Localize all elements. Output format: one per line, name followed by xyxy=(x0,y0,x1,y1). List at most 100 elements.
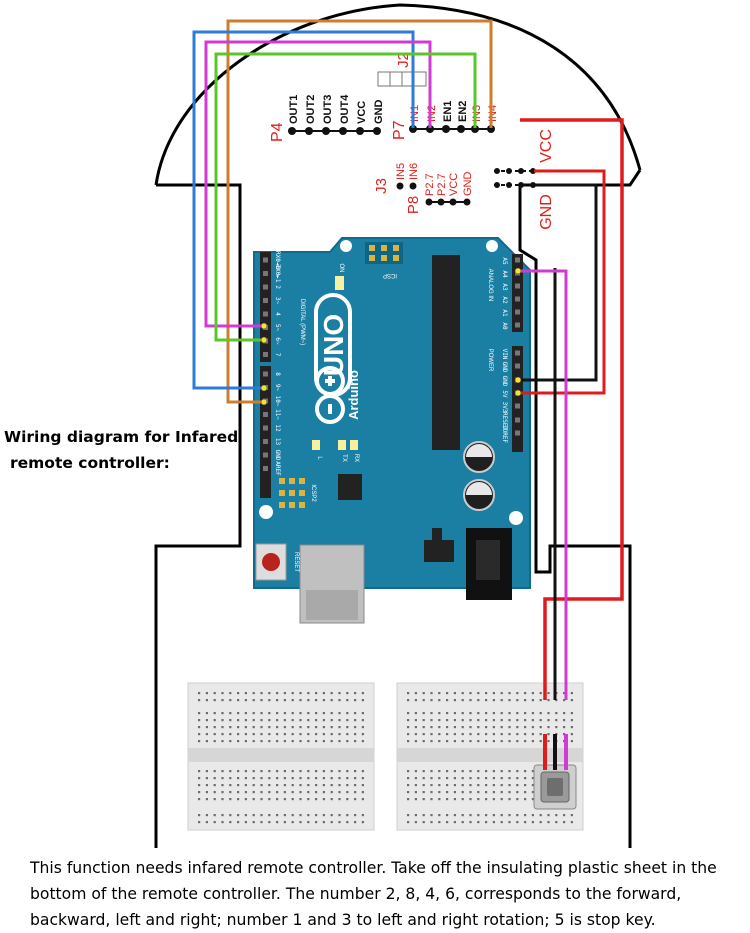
breadboard-hole xyxy=(330,784,333,787)
breadboard-hole xyxy=(422,733,425,736)
breadboard-hole xyxy=(524,726,527,729)
breadboard-hole xyxy=(338,821,341,824)
breadboard-hole xyxy=(237,726,240,729)
breadboard-hole xyxy=(346,814,349,817)
breadboard-hole xyxy=(446,719,449,722)
breadboard-hole xyxy=(330,712,333,715)
power-pin-label: GND xyxy=(501,376,508,387)
breadboard-hole xyxy=(461,798,464,801)
breadboard-hole xyxy=(205,777,208,780)
breadboard-hole xyxy=(260,719,263,722)
breadboard-hole xyxy=(354,692,357,695)
breadboard-hole xyxy=(260,798,263,801)
breadboard-hole xyxy=(361,814,364,817)
breadboard-hole xyxy=(407,692,410,695)
wire-green xyxy=(214,52,477,342)
breadboard-hole xyxy=(524,719,527,722)
breadboard-hole xyxy=(244,719,247,722)
breadboard-hole xyxy=(563,726,566,729)
icsp-top-label: ICSP xyxy=(383,272,397,278)
breadboard-hole xyxy=(330,719,333,722)
breadboard-hole xyxy=(524,777,527,780)
breadboard-hole xyxy=(485,814,488,817)
breadboard-hole xyxy=(422,712,425,715)
breadboard-hole xyxy=(198,814,201,817)
breadboard-hole xyxy=(508,712,511,715)
breadboard-hole xyxy=(407,740,410,743)
breadboard-hole xyxy=(361,699,364,702)
breadboard-hole xyxy=(229,699,232,702)
breadboard-hole xyxy=(354,770,357,773)
breadboard-hole xyxy=(260,770,263,773)
p7-pin xyxy=(457,125,465,133)
analog-pin-label: A0 xyxy=(501,322,508,330)
breadboard-hole xyxy=(407,712,410,715)
breadboard-hole xyxy=(469,699,472,702)
digital-header-pin xyxy=(263,439,268,444)
breadboard-hole xyxy=(430,733,433,736)
breadboard-hole xyxy=(198,784,201,787)
power-pin-label: 5V xyxy=(501,390,508,398)
breadboard-hole xyxy=(414,791,417,794)
infinity-logo xyxy=(315,366,345,424)
breadboard-hole xyxy=(244,777,247,780)
p7-pin xyxy=(487,125,495,133)
breadboard-hole xyxy=(283,740,286,743)
arduino-board: UNO Arduino DIGITAL (PWM~) ANALOG IN POW… xyxy=(253,237,531,624)
p8-pin xyxy=(425,198,433,206)
p4-pin xyxy=(305,127,313,135)
breadboard-hole xyxy=(354,712,357,715)
breadboard-hole xyxy=(299,699,302,702)
breadboard-hole xyxy=(477,726,480,729)
breadboard-hole xyxy=(291,726,294,729)
digital-pin-label: 9~ xyxy=(274,384,281,392)
digital-pin-label: 12 xyxy=(274,424,281,432)
breadboard-hole xyxy=(446,699,449,702)
breadboard-hole xyxy=(315,814,318,817)
breadboard-hole xyxy=(524,814,527,817)
breadboard-hole xyxy=(283,712,286,715)
breadboard-hole xyxy=(244,814,247,817)
breadboard-hole xyxy=(354,784,357,787)
breadboard-hole xyxy=(485,770,488,773)
breadboard-hole xyxy=(446,726,449,729)
breadboard-hole xyxy=(252,733,255,736)
breadboard-hole xyxy=(260,777,263,780)
breadboard-hole xyxy=(430,699,433,702)
p7-pin xyxy=(409,125,417,133)
breadboard-hole xyxy=(346,733,349,736)
breadboard-hole xyxy=(291,719,294,722)
digital-header-pin xyxy=(263,371,268,377)
breadboard-hole xyxy=(276,699,279,702)
breadboard-hole xyxy=(422,814,425,817)
breadboard-hole xyxy=(291,798,294,801)
breadboard-hole xyxy=(299,726,302,729)
breadboard-hole xyxy=(330,726,333,729)
breadboard-hole xyxy=(276,692,279,695)
p8-pin-label: GND xyxy=(462,172,474,197)
breadboard-hole xyxy=(252,770,255,773)
breadboard-hole xyxy=(524,733,527,736)
p7-pin-label: IN4 xyxy=(487,105,499,122)
breadboard-hole xyxy=(508,740,511,743)
breadboard-hole xyxy=(315,821,318,824)
breadboard-hole xyxy=(492,719,495,722)
breadboard-hole xyxy=(276,719,279,722)
icsp2-label: ICSP2 xyxy=(310,484,316,502)
breadboard-hole xyxy=(346,770,349,773)
breadboard-hole xyxy=(539,821,542,824)
breadboard-hole xyxy=(453,726,456,729)
breadboard-hole xyxy=(438,798,441,801)
breadboard-hole xyxy=(516,699,519,702)
breadboard-hole xyxy=(430,719,433,722)
breadboard-hole xyxy=(508,814,511,817)
digital-pin-label: 11~ xyxy=(274,409,281,420)
breadboard-hole xyxy=(492,814,495,817)
breadboard-hole xyxy=(283,814,286,817)
breadboard-hole xyxy=(307,726,310,729)
breadboard-hole xyxy=(213,733,216,736)
breadboard-hole xyxy=(563,692,566,695)
breadboard-hole xyxy=(299,821,302,824)
breadboard-hole xyxy=(407,821,410,824)
breadboard-hole xyxy=(461,821,464,824)
